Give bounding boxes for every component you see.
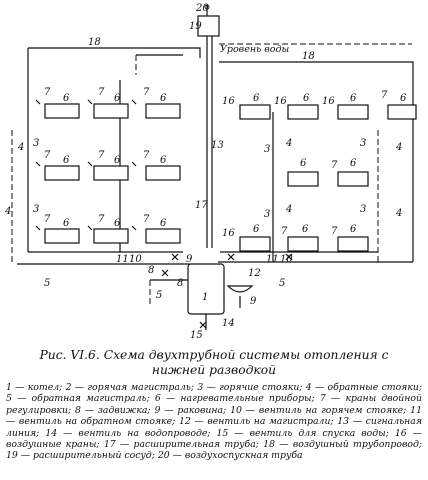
- legend-item: 3 — горячие стояки;: [197, 382, 303, 393]
- svg-text:6: 6: [350, 93, 357, 104]
- legend-item: 5 — обратная магистраль;: [6, 393, 150, 405]
- svg-text:7: 7: [143, 87, 150, 98]
- legend-item: 11 — вентиль на обратном стояке;: [6, 404, 422, 428]
- svg-text:5: 5: [44, 278, 50, 289]
- legend-item: 15 — вентиль для спуска воды;: [216, 427, 389, 439]
- legend-item: 10 — вентиль на горячем стояке;: [230, 404, 407, 416]
- svg-text:6: 6: [302, 224, 309, 235]
- svg-text:16: 16: [322, 96, 335, 107]
- svg-text:7: 7: [331, 226, 338, 237]
- svg-text:6: 6: [114, 93, 121, 104]
- legend-item: 2 — горячая магистраль;: [65, 382, 195, 393]
- svg-text:6: 6: [114, 218, 121, 229]
- valves: [35, 99, 293, 329]
- svg-text:6: 6: [350, 158, 357, 169]
- legend-item: 20 — воздухоспускная труба: [157, 450, 303, 462]
- svg-text:17: 17: [195, 200, 208, 211]
- svg-text:3: 3: [264, 144, 270, 155]
- svg-text:6: 6: [160, 93, 167, 104]
- svg-text:4: 4: [4, 206, 11, 217]
- svg-text:7: 7: [331, 160, 338, 171]
- svg-text:15: 15: [190, 330, 203, 341]
- svg-text:1: 1: [202, 292, 208, 303]
- svg-text:7: 7: [44, 214, 51, 225]
- svg-text:11: 11: [116, 254, 129, 265]
- svg-text:3: 3: [33, 138, 39, 149]
- svg-text:4: 4: [285, 138, 292, 149]
- svg-text:4: 4: [285, 204, 292, 215]
- heating-system-diagram: 20 19 Уровень воды 18 18 7 6 7 6 7 6 3 4…: [4, 3, 417, 341]
- legend-item: 19 — расширительный сосуд;: [6, 450, 155, 462]
- svg-text:6: 6: [63, 218, 70, 229]
- svg-text:6: 6: [160, 218, 167, 229]
- svg-text:7: 7: [143, 214, 150, 225]
- svg-text:7: 7: [143, 150, 150, 161]
- svg-text:16: 16: [274, 96, 287, 107]
- svg-text:3: 3: [264, 209, 270, 220]
- svg-text:19: 19: [189, 21, 202, 32]
- radiators: [44, 103, 417, 252]
- svg-text:14: 14: [222, 318, 235, 329]
- svg-text:6: 6: [253, 93, 260, 104]
- svg-text:6: 6: [114, 155, 121, 166]
- air-pipeline: [27, 47, 414, 80]
- legend-item: 14 — вентиль на водопроводе;: [45, 427, 211, 439]
- legend-item: 9 — раковина;: [154, 404, 227, 416]
- svg-text:4: 4: [17, 142, 24, 153]
- svg-text:8: 8: [148, 265, 154, 276]
- svg-text:20: 20: [195, 3, 209, 14]
- svg-text:4: 4: [395, 142, 402, 153]
- svg-text:6: 6: [63, 155, 70, 166]
- svg-text:10: 10: [129, 254, 142, 265]
- legend-item: 16 — воздушные краны;: [6, 427, 422, 451]
- legend-item: 12 — вентиль на магистрали;: [178, 416, 334, 428]
- svg-text:6: 6: [350, 224, 357, 235]
- svg-text:5: 5: [279, 278, 285, 289]
- figure-caption: Рис. VI.6. Схема двухтрубной системы ото…: [39, 348, 389, 377]
- svg-text:16: 16: [222, 228, 235, 239]
- svg-text:13: 13: [211, 140, 224, 151]
- svg-text:18: 18: [302, 51, 315, 62]
- svg-text:16: 16: [222, 96, 235, 107]
- legend-item: 6 — нагревательные приборы;: [154, 393, 315, 405]
- water-level-label: Уровень воды: [220, 44, 290, 55]
- svg-text:10: 10: [280, 254, 293, 265]
- svg-text:8: 8: [177, 278, 183, 289]
- figure-legend: 1 — котел; 2 — горячая магистраль; 3 — г…: [6, 382, 422, 462]
- svg-text:7: 7: [281, 226, 288, 237]
- svg-text:9: 9: [250, 296, 257, 307]
- labels: 20 19 Уровень воды 18 18 7 6 7 6 7 6 3 4…: [4, 3, 407, 341]
- svg-text:3: 3: [360, 138, 366, 149]
- svg-text:7: 7: [98, 87, 105, 98]
- svg-text:7: 7: [381, 90, 388, 101]
- svg-text:7: 7: [44, 87, 51, 98]
- svg-text:6: 6: [300, 158, 307, 169]
- svg-text:18: 18: [88, 37, 101, 48]
- legend-item: 18 — воздушный трубопровод;: [263, 439, 422, 451]
- legend-item: 13 — сигнальная линия;: [6, 416, 422, 439]
- svg-text:3: 3: [360, 204, 366, 215]
- legend-item: 7 — краны двойной регулировки;: [6, 393, 422, 416]
- svg-text:7: 7: [98, 214, 105, 225]
- right-risers: [218, 75, 414, 263]
- svg-text:7: 7: [98, 150, 105, 161]
- svg-text:3: 3: [33, 204, 39, 215]
- svg-text:7: 7: [44, 150, 51, 161]
- legend-item: 1 — котел;: [6, 382, 63, 393]
- svg-text:9: 9: [186, 254, 193, 265]
- expansion-vessel: [197, 4, 412, 248]
- legend-item: 8 — задвижка;: [74, 404, 151, 416]
- svg-text:6: 6: [253, 224, 260, 235]
- svg-text:5: 5: [156, 290, 162, 301]
- svg-text:6: 6: [400, 93, 407, 104]
- svg-text:11: 11: [266, 254, 279, 265]
- svg-text:6: 6: [303, 93, 310, 104]
- legend-item: 17 — расширительная труба;: [103, 439, 259, 451]
- svg-text:12: 12: [248, 268, 261, 279]
- svg-text:6: 6: [63, 93, 70, 104]
- legend-item: 4 — обратные стояки;: [305, 382, 423, 393]
- svg-text:6: 6: [160, 155, 167, 166]
- svg-text:4: 4: [395, 208, 402, 219]
